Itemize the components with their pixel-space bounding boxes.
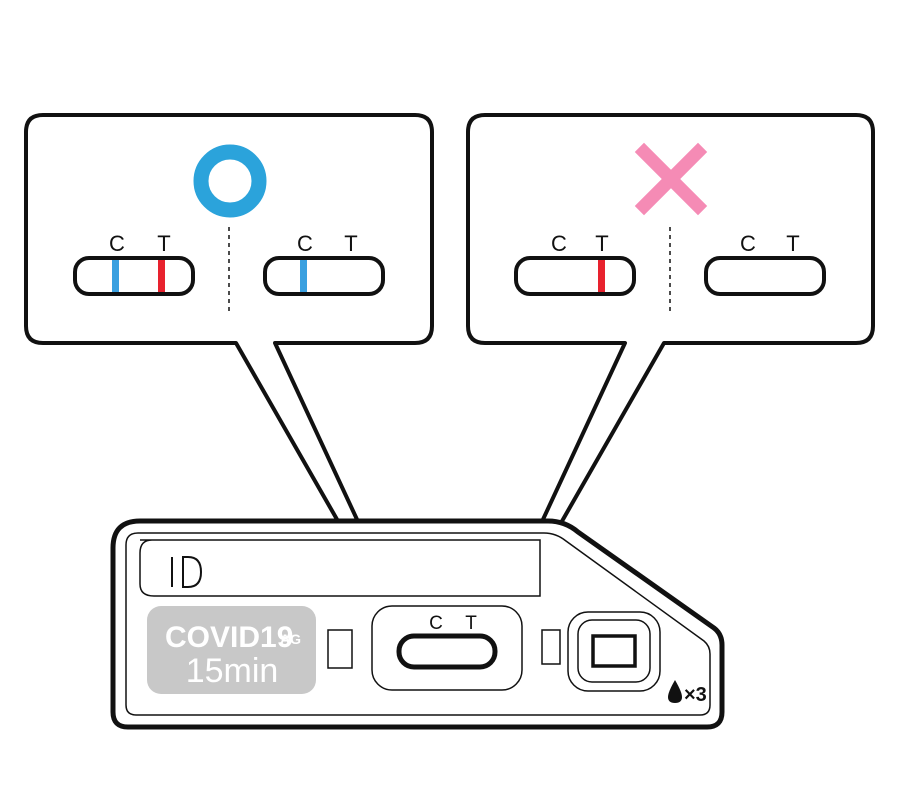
id-mark [171, 556, 203, 588]
drop-count-label: ×3 [684, 684, 707, 706]
strip-t-label: T [786, 231, 799, 256]
brand-name: COVID19 [165, 621, 293, 654]
drop-count: ×3 [668, 680, 707, 706]
strip-t-label: T [344, 231, 357, 256]
strip-invalid-t-only: C T [514, 231, 636, 296]
result-window: C T [371, 605, 523, 691]
invalid-cross-icon [634, 142, 708, 216]
strip-c-label: C [109, 231, 125, 256]
brand-label: COVID19 AG 15min [147, 606, 316, 694]
strip-invalid-none: C T [704, 231, 826, 296]
window-side-mark [541, 629, 561, 665]
strip-t-label: T [595, 231, 608, 256]
control-line [300, 260, 307, 292]
strip-t-label: T [157, 231, 170, 256]
strip-negative: C T [263, 231, 385, 296]
valid-result-callout: C T C T [24, 113, 434, 614]
test-duration: 15min [186, 652, 279, 690]
droplet-icon [668, 680, 682, 703]
window-c-label: C [429, 613, 443, 634]
brand-suffix: AG [280, 631, 301, 647]
window-t-label: T [465, 613, 477, 634]
test-line [158, 260, 165, 292]
invalid-result-callout: C T C T [466, 113, 875, 614]
sample-well [567, 611, 661, 692]
strip-c-label: C [297, 231, 313, 256]
window-side-mark [327, 629, 353, 669]
strip-c-label: C [740, 231, 756, 256]
test-cassette: COVID19 AG 15min C T ×3 [110, 518, 725, 730]
strip-c-label: C [551, 231, 567, 256]
control-line [112, 260, 119, 292]
valid-circle-icon [193, 144, 267, 218]
test-line [598, 260, 605, 292]
strip-positive: C T [73, 231, 195, 296]
